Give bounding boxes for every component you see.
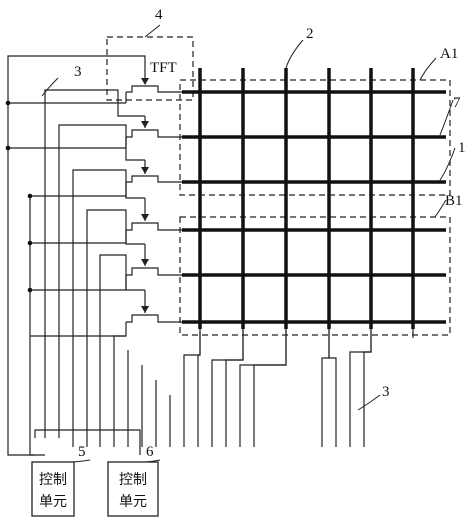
control-unit-6-line1: 控制 — [119, 472, 147, 488]
label-tft: TFT — [150, 60, 177, 76]
tft-switches — [126, 74, 182, 323]
label-b1: B1 — [445, 193, 463, 209]
label-2: 2 — [306, 26, 314, 42]
tft-2 — [126, 116, 182, 138]
label-3-top: 3 — [74, 64, 82, 80]
tft-5 — [126, 244, 182, 276]
label-3-bottom: 3 — [382, 384, 390, 400]
control-unit-6-line2: 单元 — [119, 494, 147, 510]
dashed-regions — [106, 36, 451, 336]
junction-dots — [5, 100, 33, 293]
left-wiring — [7, 55, 171, 456]
label-4: 4 — [155, 7, 163, 23]
leader-lines — [41, 24, 456, 463]
tft-4 — [126, 198, 182, 231]
wire-control-outer — [7, 55, 146, 456]
region-tft-4 — [106, 36, 194, 101]
data-fanout — [183, 329, 414, 447]
control-unit-5: 控制 单元 — [31, 461, 75, 517]
tft-6 — [126, 290, 182, 323]
tft-3 — [126, 160, 182, 183]
label-5: 5 — [78, 444, 86, 460]
label-7: 7 — [453, 95, 461, 111]
pixel-grid — [182, 68, 446, 329]
label-a1: A1 — [440, 46, 458, 62]
control-unit-5-line1: 控制 — [39, 472, 67, 488]
control-unit-5-line2: 单元 — [39, 494, 67, 510]
reference-labels: 4 2 3 TFT A1 7 1 B1 3 5 6 — [74, 7, 466, 460]
label-1: 1 — [458, 140, 466, 156]
tft-1 — [126, 74, 182, 93]
label-6: 6 — [146, 444, 154, 460]
region-b1 — [179, 216, 451, 336]
control-unit-6: 控制 单元 — [107, 461, 159, 517]
